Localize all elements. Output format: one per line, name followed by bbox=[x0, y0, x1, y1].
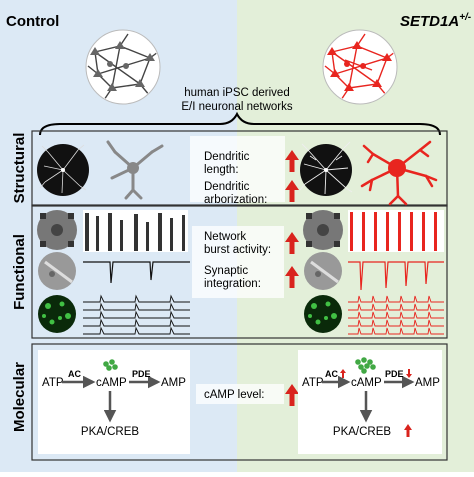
section-label-molecular: Molecular bbox=[11, 362, 28, 432]
control-pde-label: PDE bbox=[132, 369, 151, 379]
setd1a-atp-label: ATP bbox=[302, 377, 324, 389]
camp-level-label-box bbox=[196, 384, 284, 404]
control-camp-label: cAMP bbox=[96, 377, 127, 389]
control-camp-molecules bbox=[103, 359, 118, 371]
up-arrow-icon-camp-level bbox=[285, 384, 299, 406]
burst-label-2: burst activity: bbox=[204, 244, 271, 256]
setd1a-epsc-trace bbox=[348, 261, 444, 291]
setd1a-network-icon bbox=[322, 29, 398, 105]
control-neuron-drawing bbox=[106, 140, 164, 200]
setd1a-pka-label: PKA/CREB bbox=[333, 426, 391, 438]
control-amp-label: AMP bbox=[161, 377, 186, 389]
control-calcium-traces bbox=[83, 294, 190, 335]
setd1a-calcium-traces bbox=[348, 295, 444, 335]
setd1a-ac-label: AC bbox=[325, 369, 338, 379]
functional-frame bbox=[31, 204, 448, 339]
arborization-label-1: Dendritic bbox=[204, 181, 250, 193]
control-calcium-image bbox=[38, 295, 76, 333]
up-arrow-icon-dendritic-length bbox=[285, 150, 299, 172]
control-ac-label: AC bbox=[68, 369, 81, 379]
up-arrow-icon-pka bbox=[404, 424, 412, 437]
control-neuron-micrograph bbox=[37, 144, 89, 196]
control-patch-image bbox=[38, 252, 76, 290]
setd1a-camp-molecules bbox=[355, 357, 376, 374]
setd1a-raster-plot bbox=[348, 210, 444, 252]
structural-label-box bbox=[190, 136, 285, 202]
up-arrow-icon-arborization bbox=[285, 180, 299, 202]
control-pka-label: PKA/CREB bbox=[81, 426, 139, 438]
camp-level-label: cAMP level: bbox=[204, 389, 265, 401]
functional-label-box bbox=[192, 226, 284, 298]
setd1a-neuron-drawing bbox=[360, 140, 438, 206]
section-label-structural: Structural bbox=[11, 133, 28, 204]
setd1a-mea-image bbox=[303, 210, 343, 250]
setd1a-pathway-box bbox=[298, 350, 442, 454]
control-raster-plot bbox=[83, 210, 188, 252]
control-epsc-trace bbox=[83, 261, 190, 284]
synaptic-label-1: Synaptic bbox=[204, 265, 248, 277]
setd1a-pde-label: PDE bbox=[385, 369, 404, 379]
setd1a-camp-label: cAMP bbox=[351, 377, 382, 389]
up-arrow-icon-synaptic bbox=[285, 266, 299, 288]
control-network-icon bbox=[85, 29, 161, 105]
up-arrow-icon-burst bbox=[285, 232, 299, 254]
control-mea-image bbox=[37, 210, 77, 250]
dendritic-length-label-1: Dendritic bbox=[204, 151, 250, 163]
network-brace bbox=[39, 111, 441, 136]
arborization-label-2: arborization: bbox=[204, 194, 267, 206]
control-title: Control bbox=[6, 13, 59, 30]
center-text-line1: human iPSC derived bbox=[184, 87, 289, 99]
setd1a-title: SETD1A+/- bbox=[400, 12, 472, 30]
up-arrow-icon-ac bbox=[340, 369, 346, 378]
setd1a-patch-image bbox=[304, 252, 342, 290]
burst-label-1: Network bbox=[204, 231, 246, 243]
setd1a-amp-label: AMP bbox=[415, 377, 440, 389]
control-atp-label: ATP bbox=[42, 377, 64, 389]
dendritic-length-label-2: length: bbox=[204, 164, 239, 176]
down-arrow-icon-pde bbox=[406, 369, 412, 378]
structural-frame bbox=[31, 130, 448, 207]
molecular-frame bbox=[31, 343, 448, 461]
setd1a-neuron-micrograph bbox=[299, 141, 353, 196]
section-label-functional: Functional bbox=[11, 234, 28, 310]
setd1a-calcium-image bbox=[304, 295, 342, 333]
synaptic-label-2: integration: bbox=[204, 278, 261, 290]
center-text-line2: E/I neuronal networks bbox=[181, 101, 292, 113]
